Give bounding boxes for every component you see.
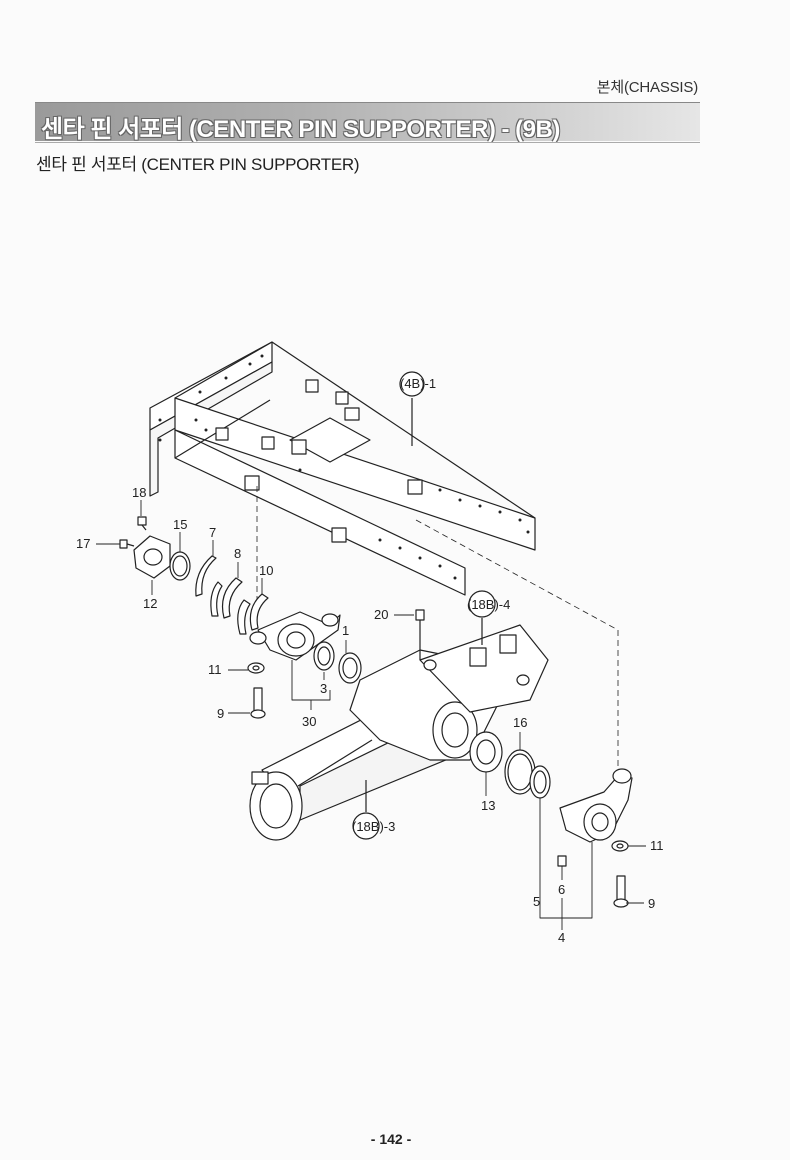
callout-part-6: 6 bbox=[558, 882, 565, 897]
page-title: 센타 핀 서포터 (CENTER PIN SUPPORTER) - (9B) bbox=[41, 116, 560, 143]
callout-part-12: 12 bbox=[143, 596, 157, 611]
callout-part-9-right: 9 bbox=[648, 896, 655, 911]
callout-part-17: 17 bbox=[76, 536, 90, 551]
callout-part-11-left: 11 bbox=[208, 662, 222, 677]
chassis-frame bbox=[149, 341, 536, 596]
callout-part-7: 7 bbox=[209, 525, 216, 540]
callout-axle-housing-top: (18B)-4 bbox=[467, 597, 510, 612]
callout-part-16: 16 bbox=[513, 715, 527, 730]
callout-part-9-left: 9 bbox=[217, 706, 224, 721]
callout-part-8: 8 bbox=[234, 546, 241, 561]
center-pin-supporter-right bbox=[559, 768, 633, 843]
callout-part-30: 30 bbox=[302, 714, 316, 729]
callout-axle-housing: (18B)-3 bbox=[352, 819, 395, 834]
callout-part-10: 10 bbox=[259, 563, 273, 578]
callout-part-3: 3 bbox=[320, 681, 327, 696]
section-header: 본체(CHASSIS) bbox=[596, 79, 698, 96]
title-bar: 센타 핀 서포터 (CENTER PIN SUPPORTER) - (9B) bbox=[35, 102, 700, 143]
center-pin-supporter-left bbox=[249, 611, 341, 661]
page-number: - 142 - bbox=[370, 1131, 412, 1147]
callout-part-18: 18 bbox=[132, 485, 146, 500]
callout-part-4: 4 bbox=[558, 930, 565, 945]
callout-part-13: 13 bbox=[481, 798, 495, 813]
callout-part-15: 15 bbox=[173, 517, 187, 532]
callout-part-1: 1 bbox=[342, 623, 349, 638]
callout-frame: (4B)-1 bbox=[400, 376, 436, 391]
callout-part-5: 5 bbox=[533, 894, 540, 909]
axle-housing bbox=[249, 624, 549, 841]
callout-part-11-right: 11 bbox=[650, 838, 664, 853]
page-subtitle: 센타 핀 서포터 (CENTER PIN SUPPORTER) bbox=[36, 155, 360, 174]
title-divider bbox=[35, 142, 700, 143]
callout-part-20: 20 bbox=[374, 607, 388, 622]
